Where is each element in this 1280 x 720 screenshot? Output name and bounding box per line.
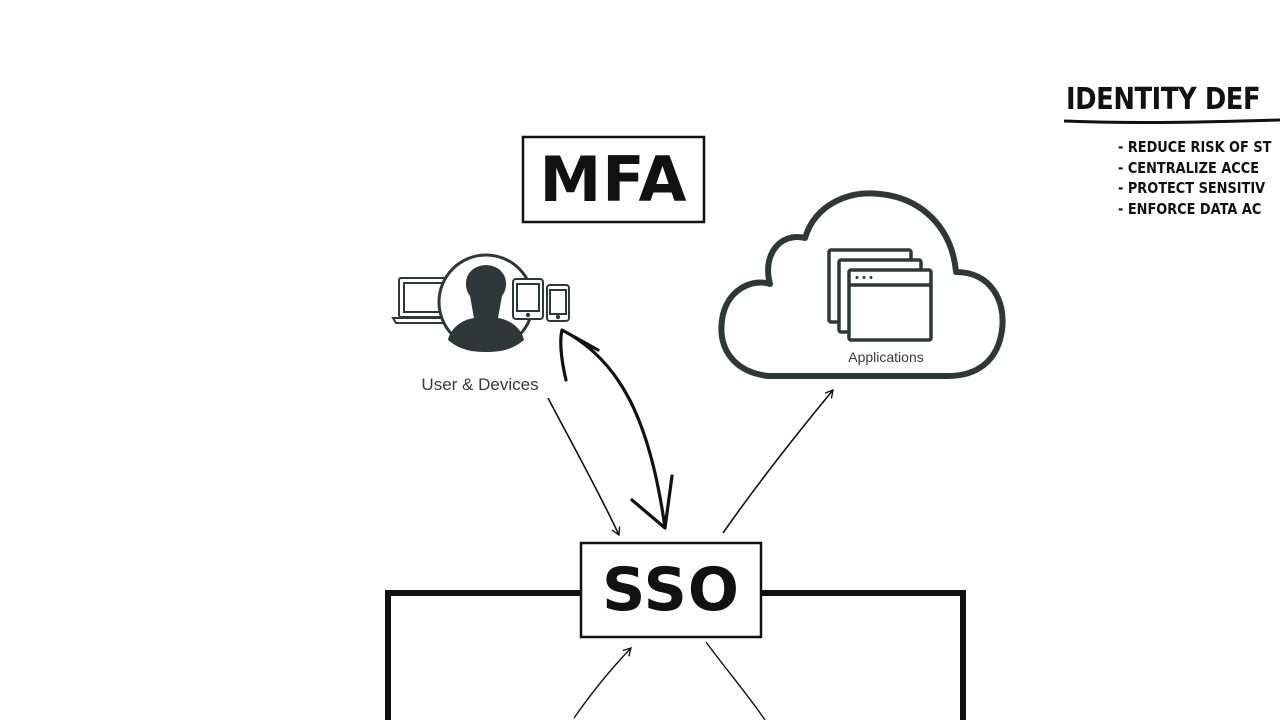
side-panel-bullet: - CENTRALIZE ACCE <box>1118 158 1260 177</box>
side-panel-title: IDENTITY DEF <box>1066 82 1261 117</box>
sso-label: SSO <box>602 555 740 625</box>
side-panel-bullets: - REDUCE RISK OF ST - CENTRALIZE ACCE - … <box>1118 137 1271 219</box>
phone-icon <box>546 284 570 322</box>
arrow-sso-to-lower-right <box>705 641 766 720</box>
sso-box <box>579 541 763 639</box>
side-panel-bullet: - PROTECT SENSITIV <box>1118 179 1266 197</box>
side-panel-bullet: - ENFORCE DATA AC <box>1118 199 1262 218</box>
arrow-user-to-sso <box>547 397 621 537</box>
bottom-frame <box>385 590 966 720</box>
app-windows-icon <box>827 248 933 342</box>
applications-caption: Applications <box>848 349 924 365</box>
user-devices-caption: User & Devices <box>421 375 539 394</box>
user-icon <box>437 253 535 352</box>
arrow-sso-to-applications <box>722 388 834 534</box>
panel-title-underline <box>1063 118 1280 125</box>
mfa-label: MFA <box>539 143 688 216</box>
mfa-box <box>521 135 706 224</box>
arrow-lower-left-to-sso <box>573 647 632 719</box>
tablet-icon <box>512 278 544 320</box>
arrow-sso-mfa-bidirectional <box>559 328 674 530</box>
side-panel-bullet: - REDUCE RISK OF ST <box>1118 138 1272 156</box>
